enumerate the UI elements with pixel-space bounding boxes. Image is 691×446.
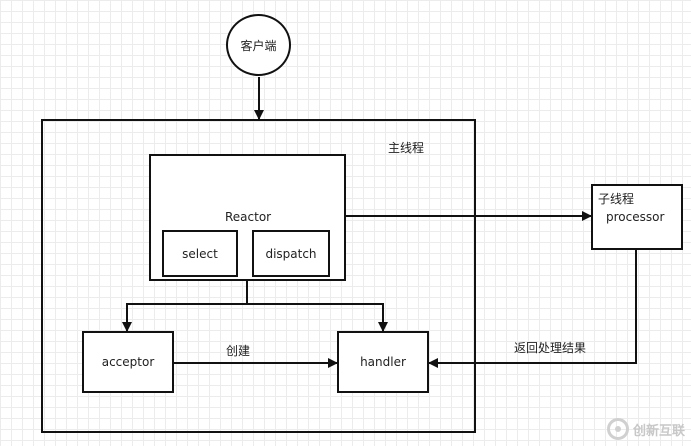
main-thread-label: 主线程 (388, 141, 425, 155)
handler-label: handler (360, 355, 406, 369)
processor-label: processor (606, 210, 665, 224)
acceptor-label: acceptor (101, 355, 155, 369)
reactor-split-connector (122, 281, 248, 332)
reactor-split-connector-right (247, 303, 388, 332)
dispatch-box: dispatch (252, 230, 330, 277)
select-box: select (162, 230, 238, 277)
sub-thread-label: 子线程 (598, 192, 635, 206)
acceptor-box: acceptor (82, 331, 174, 393)
processor-return-arrow (428, 250, 637, 368)
watermark-text: 创新互联 (632, 423, 685, 439)
sub-thread-box (591, 184, 683, 250)
create-edge-label: 创建 (226, 344, 251, 358)
select-label: select (182, 246, 218, 261)
client-node: 客户端 (226, 14, 291, 76)
watermark: 创新互联 (606, 418, 685, 440)
main-thread-box (41, 119, 476, 433)
watermark-logo-icon (606, 418, 629, 440)
reactor-label: Reactor (225, 210, 272, 224)
client-label: 客户端 (240, 38, 277, 53)
return-result-label: 返回处理结果 (514, 341, 587, 355)
dispatch-label: dispatch (265, 246, 317, 261)
handler-box: handler (337, 331, 429, 393)
